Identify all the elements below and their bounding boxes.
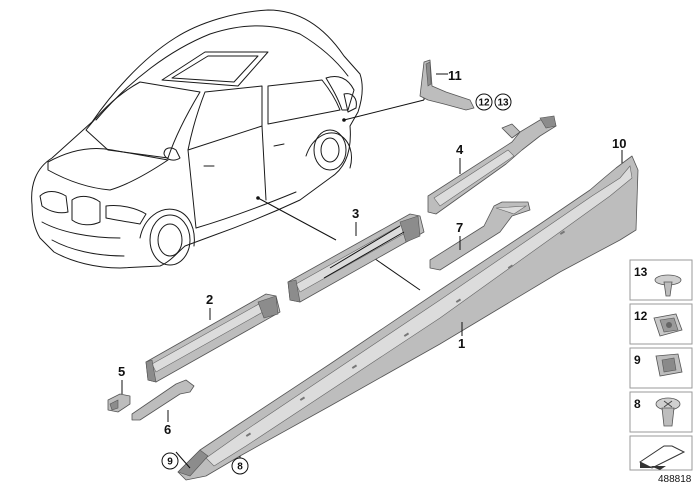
trim-part-7 <box>429 201 531 271</box>
circled-callout-9: 9 <box>161 452 179 470</box>
bracket-part-11 <box>419 59 475 111</box>
cover-part-6 <box>131 379 195 421</box>
legend-number-8: 8 <box>634 397 641 411</box>
bracket-part-5 <box>107 393 131 413</box>
callout-7: 7 <box>456 220 463 235</box>
push-rivet-icon <box>654 274 682 297</box>
circled-callout-12-label: 12 <box>478 98 490 109</box>
clip-nut-icon <box>653 313 683 337</box>
carrier-part-2 <box>145 293 281 383</box>
circled-callout-13-label: 13 <box>497 98 509 109</box>
arrow-symbol-icon <box>639 445 686 470</box>
carrier-part-4 <box>427 115 557 215</box>
callout-11: 11 <box>448 68 462 83</box>
circled-callout-12: 12 <box>475 93 493 111</box>
legend-number-12: 12 <box>634 309 648 323</box>
expanding-clip-icon <box>655 353 683 377</box>
legend-number-9: 9 <box>634 353 641 367</box>
callout-1: 1 <box>458 336 465 351</box>
fastener-legend: 13 12 9 8 <box>629 259 693 471</box>
callout-5: 5 <box>118 364 125 379</box>
legend-box-8 <box>629 391 693 433</box>
circled-callout-8-label: 8 <box>237 462 243 473</box>
legend-number-13: 13 <box>634 265 648 279</box>
car-outline-icon <box>31 9 363 269</box>
callout-10: 10 <box>612 136 626 151</box>
circled-callout-8: 8 <box>231 457 249 475</box>
carrier-part-3 <box>287 213 425 303</box>
callout-3: 3 <box>352 206 359 221</box>
callout-6: 6 <box>164 422 171 437</box>
callout-2: 2 <box>206 292 213 307</box>
side-sill-part-1 <box>177 155 639 481</box>
callout-4: 4 <box>456 142 464 157</box>
diagram-id: 488818 <box>658 474 692 485</box>
circled-callout-9-label: 9 <box>167 457 173 468</box>
circled-callout-13: 13 <box>494 93 512 111</box>
expanding-rivet-icon <box>655 397 681 427</box>
